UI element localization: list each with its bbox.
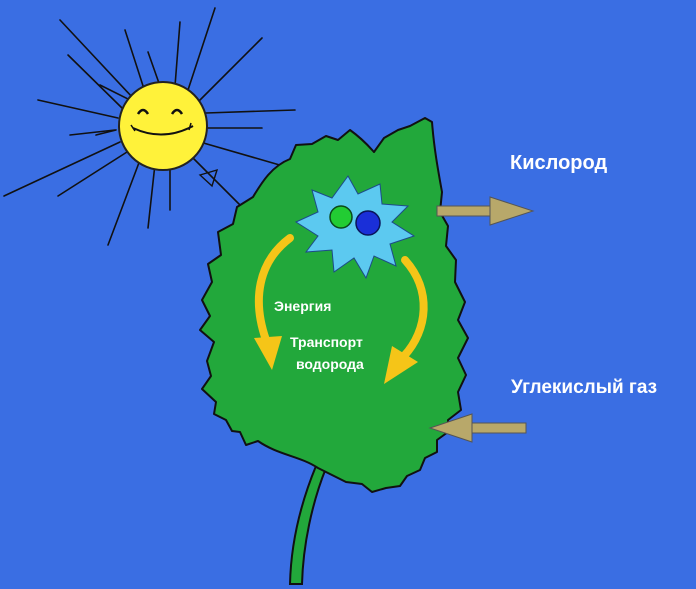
leaf-icon <box>199 117 469 493</box>
co2-label: Углекислый газ <box>511 377 658 398</box>
hydrogen-label: водорода <box>296 356 364 372</box>
energy-arrow-icon <box>254 234 294 370</box>
oxygen-label: Кислород <box>510 152 608 174</box>
blue-star-burst-icon <box>294 175 416 280</box>
hydrogen-transport-arrow-icon <box>384 256 428 384</box>
leaf-stem <box>288 464 328 585</box>
transport-label: Транспорт <box>290 334 363 350</box>
green-particle-icon <box>329 205 353 229</box>
oxygen-out-arrow-icon <box>436 196 535 226</box>
co2-in-arrow-icon <box>428 413 527 443</box>
energy-label: Энергия <box>274 298 332 314</box>
blue-particle-icon <box>355 210 381 236</box>
sun-rays <box>3 7 296 246</box>
sun-icon <box>3 7 296 246</box>
